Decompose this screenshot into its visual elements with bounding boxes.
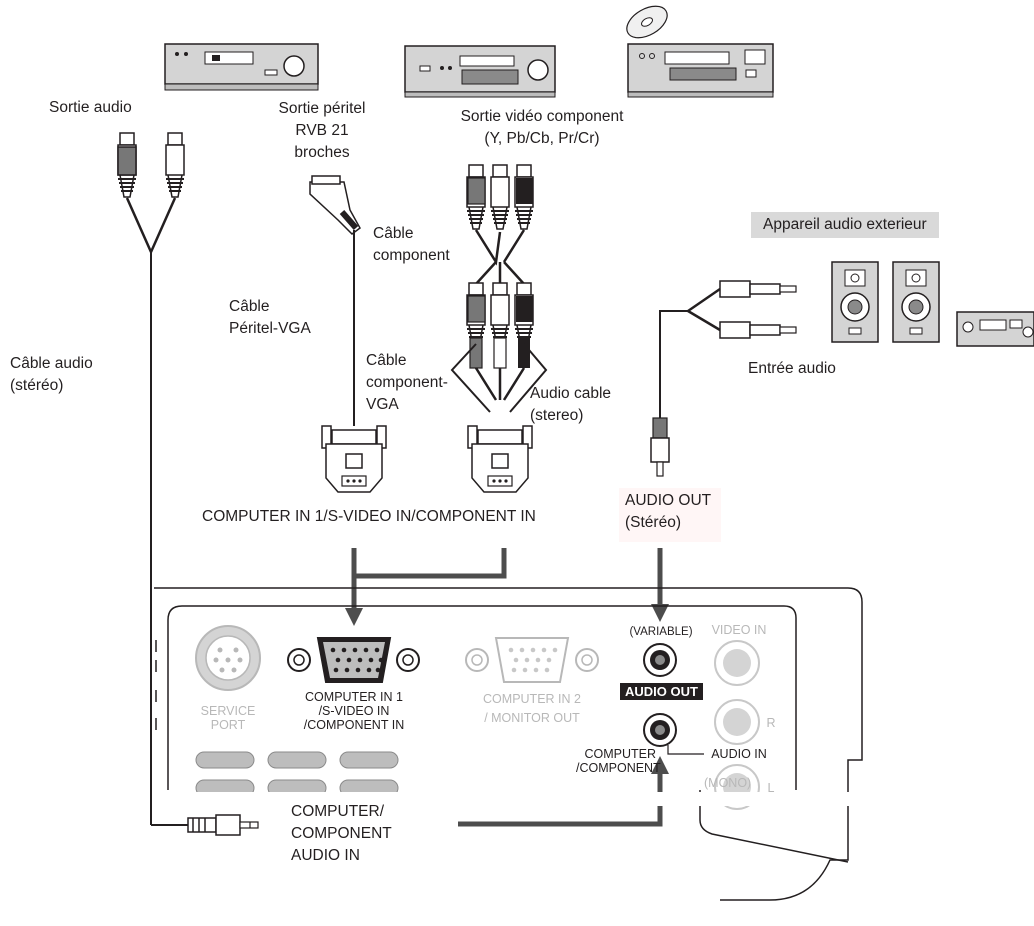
service-port [195,625,261,691]
audio-cable-label-1: Audio cable [530,385,612,402]
audio-in-arrow-head [651,756,669,774]
panel-cutoff [155,792,855,806]
audio-in-arrow [458,770,663,827]
bottom-label-3: AUDIO IN [291,847,360,864]
sortie-video-label-2: (Y, Pb/Cb, Pr/Cr) [484,130,600,147]
cable-component-label-2: component [373,247,450,264]
computer-component-label-2: /COMPONENT [576,761,661,775]
speaker-right [892,261,940,343]
audio-out-highlight [619,488,721,542]
comp-in2-label-1: COMPUTER IN 2 [483,692,581,706]
entree-audio-label: Entrée audio [748,360,836,377]
component-vga-cable [450,164,548,493]
bottom-label-2: COMPONENT [291,825,392,842]
audio-out-badge: AUDIO OUT [620,683,703,700]
computer-audio-in-jack [643,713,677,747]
l-label: L [767,781,775,795]
cable-audio-label-1: Câble audio [10,355,93,372]
external-audio-cable [650,280,797,477]
variable-label: (VARIABLE) [629,626,693,638]
comp-in1-label-2: /S-VIDEO IN [318,704,390,718]
r-label: R [766,716,776,730]
video-in-label: VIDEO IN [711,623,767,637]
audio-in-label: AUDIO IN [711,747,767,761]
service-label-2: PORT [210,718,246,732]
service-label-1: SERVICE [200,704,256,718]
cable-comp-vga-label-1: Câble [366,352,407,369]
computer-in-line-label: COMPUTER IN 1/S-VIDEO IN/COMPONENT IN [202,508,536,525]
audio-out-arrow-head [651,604,669,622]
cable-audio-label-2: (stéréo) [10,377,64,394]
audio-in-leader-line [667,745,704,755]
sortie-peritel-label-3: broches [294,144,350,161]
comp-in1-label-1: COMPUTER IN 1 [305,690,403,704]
video-in-jack [714,640,760,686]
audio-out-jack [643,643,677,677]
sortie-video-label-1: Sortie vidéo component [460,108,624,125]
projector-body [154,587,863,901]
vcr-device-left [164,43,319,91]
vga-arrow-head [345,608,363,626]
cable-peritel-label-1: Câble [229,298,270,315]
mono-label: (MONO) [704,776,752,790]
cable-comp-vga-label-3: VGA [366,396,399,413]
audio-in-r-jack [714,699,760,745]
appareil-audio-label: Appareil audio exterieur [751,212,939,238]
computer-in-2-port [465,637,599,683]
cable-comp-vga-label-2: component- [366,374,448,391]
speaker-left [831,261,879,343]
cable-peritel-label-2: Péritel-VGA [229,320,311,337]
audio-out-label-1: AUDIO OUT [625,492,712,509]
vga-connection-arrow [351,548,507,612]
vcr-device-middle [404,45,556,98]
audio-cable-label-2: (stereo) [530,407,584,424]
cable-component-label-1: Câble [373,225,414,242]
peritel-vga-cable [309,175,387,493]
audio-cable-left [117,132,259,836]
amplifier-device [956,311,1034,347]
sortie-audio-label: Sortie audio [49,99,132,116]
vent-slots [195,751,399,797]
dvd-player-device [626,5,774,98]
computer-in-1-port [287,637,420,683]
audio-out-label-2: (Stéréo) [625,514,681,531]
sortie-peritel-label-2: RVB 21 [295,122,349,139]
comp-in2-label-2: / MONITOR OUT [484,711,580,725]
computer-component-label-1: COMPUTER [584,747,656,761]
sortie-peritel-label-1: Sortie péritel [278,100,366,117]
comp-in1-label-3: /COMPONENT IN [303,718,405,732]
bottom-label-1: COMPUTER/ [291,803,384,820]
